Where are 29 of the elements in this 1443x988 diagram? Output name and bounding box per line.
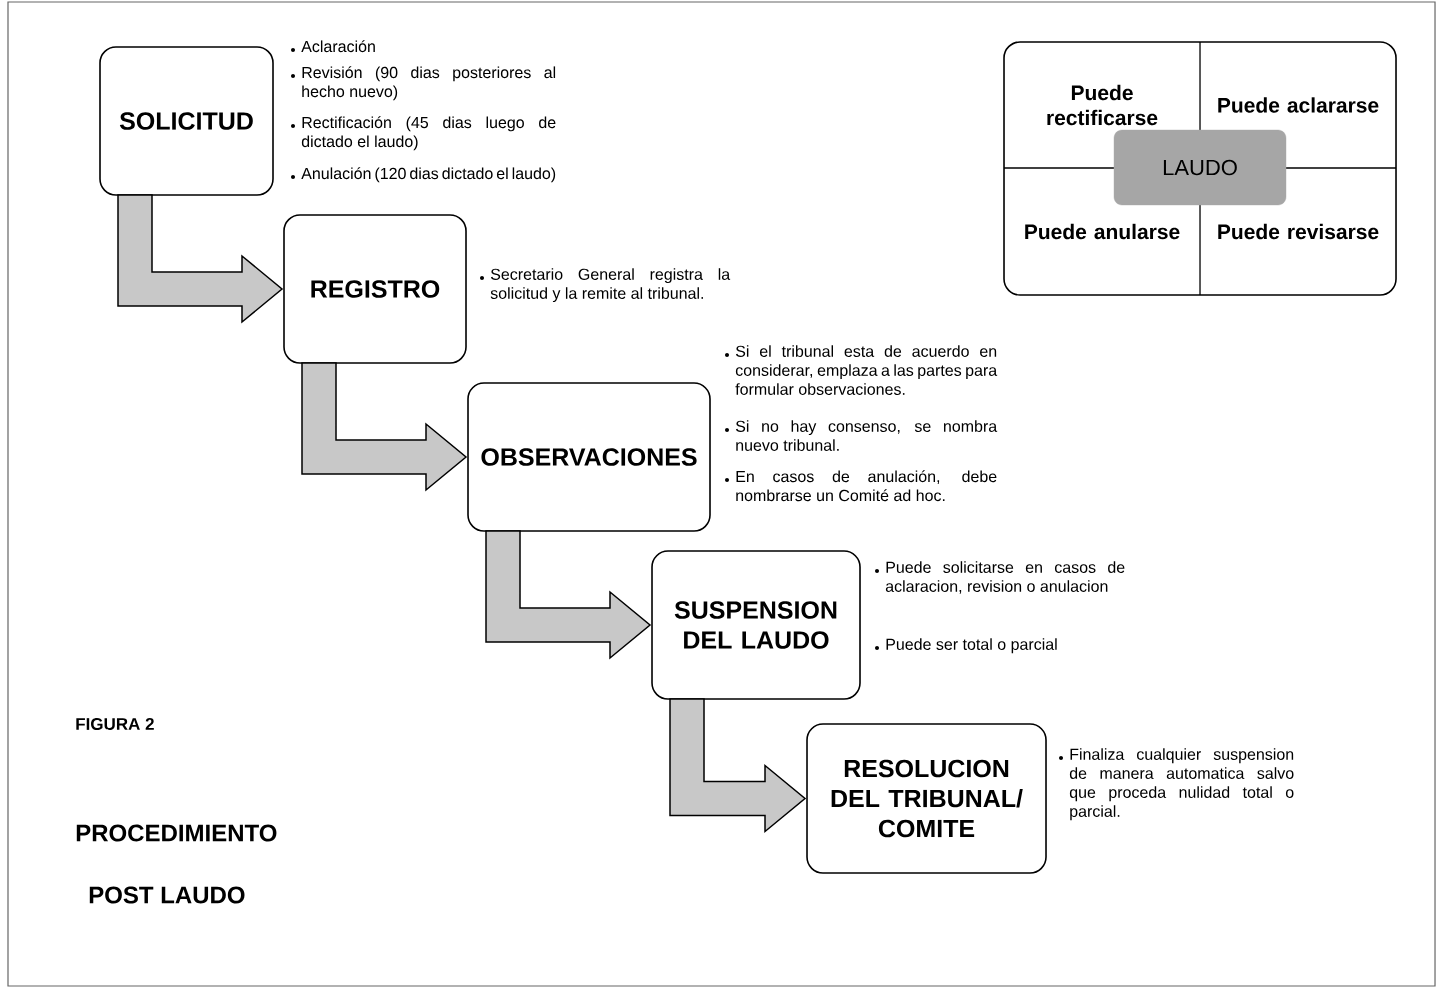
quadrant-cell: Puede revisarse xyxy=(1218,223,1379,240)
quadrant-box xyxy=(1003,41,1397,296)
process-box: OBSERVACIONES xyxy=(467,382,711,532)
center-box: LAUDO xyxy=(1113,129,1287,206)
block-arrow xyxy=(301,362,468,492)
bullet-note: En casos de anulación, debe nombrarse un Comité ad hoc. xyxy=(725,470,997,502)
quadrant-cell: Puede anularse xyxy=(1025,223,1180,240)
quadrant-cell: Puede aclararse xyxy=(1218,97,1379,113)
process-box: SOLICITUD xyxy=(99,46,274,196)
quadrant-cell: Puede rectificarse xyxy=(1047,84,1158,126)
process-box: SUSPENSION DEL LAUDO xyxy=(651,550,861,700)
process-box: REGISTRO xyxy=(283,214,467,364)
caption-text: POST LAUDO xyxy=(89,886,245,904)
caption-text: FIGURA 2 xyxy=(76,718,154,731)
caption-text: PROCEDIMIENTO xyxy=(76,824,277,842)
block-arrow xyxy=(669,698,807,834)
bullet-note: Aclaración xyxy=(291,40,375,53)
bullet-note: Rectificación (45 dias luego de dictado el laudo) xyxy=(291,116,556,151)
process-box: RESOLUCION DEL TRIBUNAL/ COMITE xyxy=(806,723,1047,874)
bullet-note: Finaliza cualquier suspension de manera automatica salvo que proceda nulidad total o parcial. xyxy=(1059,748,1294,821)
block-arrow xyxy=(485,530,652,660)
bullet-note: Anulación (120 dias dictado el laudo) xyxy=(291,167,556,183)
block-arrow xyxy=(117,194,284,324)
bullet-note: Si el tribunal esta de acuerdo en considerar, emplaza a las partes para formular observaciones. xyxy=(725,345,998,395)
bullet-note: Puede ser total o parcial xyxy=(875,638,1057,654)
bullet-note: Revisión (90 dias posteriores al hecho nuevo) xyxy=(291,66,556,101)
bullet-note: Si no hay consenso, se nombra nuevo tribunal. xyxy=(725,420,998,451)
bullet-note: Puede solicitarse en casos de aclaracion, revision o anulacion xyxy=(875,561,1125,594)
bullet-note: Secretario General registra la solicitud y la remite al tribunal. xyxy=(480,268,731,303)
